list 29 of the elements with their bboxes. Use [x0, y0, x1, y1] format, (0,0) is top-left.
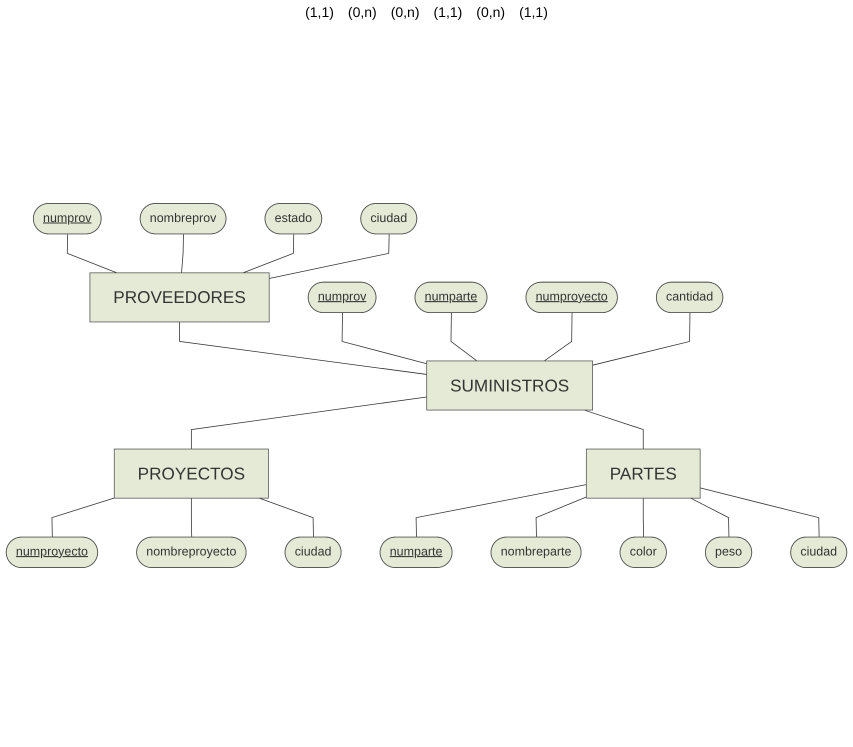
connector — [642, 498, 644, 538]
cardinality-label: (1,1) — [434, 4, 462, 20]
connector — [52, 498, 115, 538]
connector — [416, 484, 587, 538]
node-box: PROVEEDORES — [90, 272, 270, 322]
connector — [268, 234, 390, 279]
cardinality-label: (0,n) — [390, 4, 420, 20]
connector — [190, 498, 192, 538]
connector — [536, 496, 587, 538]
connector — [181, 234, 184, 274]
connector — [690, 498, 730, 538]
connector — [592, 312, 690, 366]
cardinality-label: (0,n) — [348, 4, 377, 20]
connector — [544, 312, 572, 362]
connector — [700, 488, 820, 538]
connector — [190, 396, 428, 450]
node-box: PARTES — [586, 448, 701, 499]
connector — [584, 410, 644, 450]
connector — [258, 498, 314, 538]
connector — [242, 234, 294, 274]
node-box: SUMINISTROS — [426, 360, 594, 410]
connector — [179, 322, 428, 375]
cardinality-label: (1,1) — [519, 4, 548, 20]
node-box: PROYECTOS — [114, 448, 269, 499]
connector — [66, 234, 118, 274]
connector — [342, 312, 428, 364]
cardinality-label: (0,n) — [476, 4, 506, 20]
cardinality-label: (1,1) — [305, 4, 334, 20]
connector — [450, 312, 478, 362]
